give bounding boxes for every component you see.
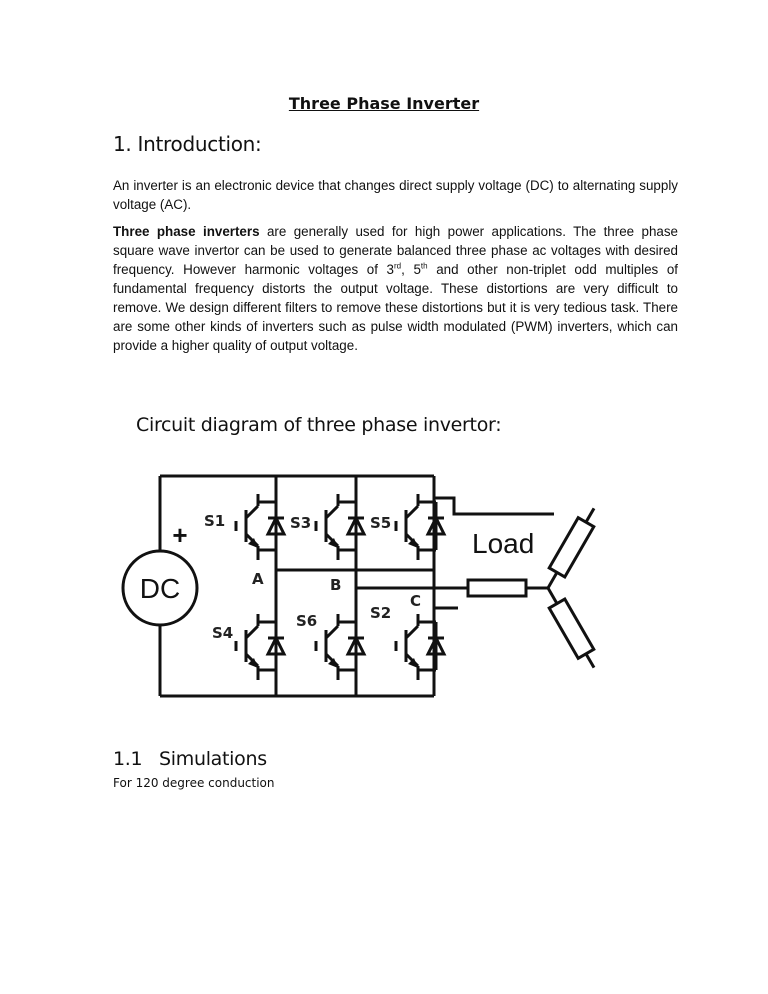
switch-label-s5: S5	[370, 514, 391, 532]
switch-label-s1: S1	[204, 512, 225, 530]
load-label: Load	[472, 528, 534, 559]
superscript: th	[420, 261, 428, 271]
section-number: 1.1	[113, 748, 143, 770]
text-segment: are generally used for high power applic…	[113, 224, 678, 277]
section-heading-introduction: 1. Introduction:	[113, 132, 262, 156]
section-heading-simulations: 1.1 Simulations	[113, 748, 267, 770]
node-label-c: C	[410, 592, 421, 610]
section-title: Simulations	[159, 748, 267, 770]
dc-source-label: DC	[140, 573, 180, 604]
text-segment: and other non-triplet odd multiples of f…	[113, 262, 678, 353]
switch-label-s3: S3	[290, 514, 311, 532]
switch-label-s2: S2	[370, 604, 391, 622]
bold-term: Three phase inverters	[113, 224, 260, 239]
simulation-caption: For 120 degree conduction	[113, 776, 275, 790]
switch-label-s6: S6	[296, 612, 317, 630]
superscript: rd	[394, 261, 402, 271]
node-label-b: B	[330, 576, 341, 594]
intro-paragraph-2: Three phase inverters are generally used…	[113, 222, 678, 355]
text-segment: , 5	[401, 262, 421, 277]
switch-label-s4: S4	[212, 624, 233, 642]
intro-paragraph-1: An inverter is an electronic device that…	[113, 178, 678, 212]
node-label-a: A	[252, 570, 264, 588]
circuit-heading: Circuit diagram of three phase invertor:	[136, 414, 502, 436]
document-title: Three Phase Inverter	[288, 94, 480, 113]
plus-sign: +	[172, 520, 187, 550]
circuit-diagram: DC + Load S1 S3 S5 S4 S6 S2 A B C	[121, 474, 596, 698]
